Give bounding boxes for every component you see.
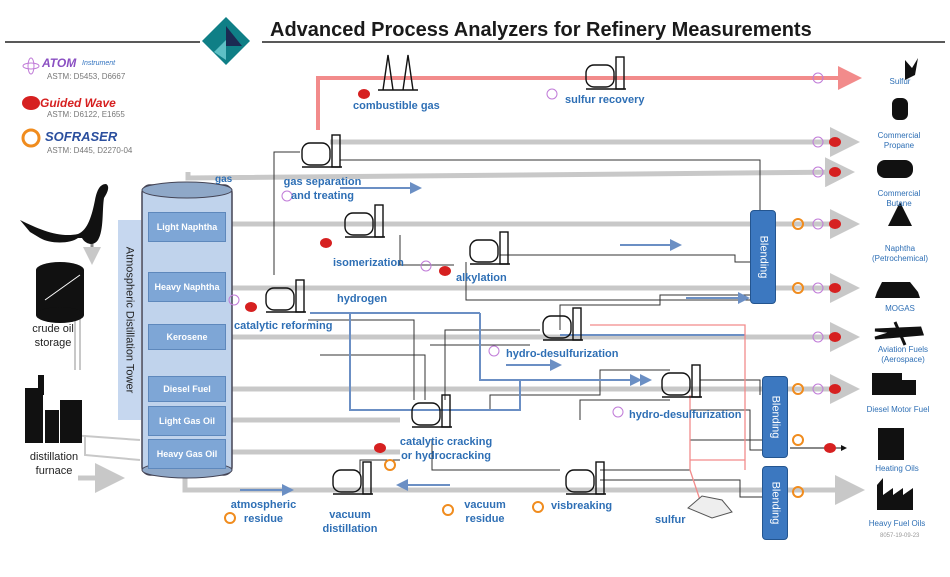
sulfur-fire-icon bbox=[905, 58, 918, 80]
hydro-desulfurization-2-label: hydro-desulfurization bbox=[629, 409, 742, 421]
catalytic-reforming-label: catalytic reforming bbox=[234, 320, 333, 332]
product-aviation-fuels: Aviation Fuels (Aerospace) bbox=[877, 345, 929, 365]
cut-kerosene: Kerosene bbox=[148, 324, 226, 350]
product-commercial-propane: Commercial Propane bbox=[877, 131, 921, 151]
product-heavy-fuel-oils: Heavy Fuel Oils bbox=[868, 519, 926, 528]
gas-separation-label: gas separation and treating bbox=[283, 176, 362, 203]
sulfur-label: sulfur bbox=[655, 514, 686, 526]
airplane-icon bbox=[874, 321, 925, 346]
catalytic-cracking-label: catalytic cracking or hydrocracking bbox=[399, 436, 493, 463]
legend-atom-brand: ATOM bbox=[42, 56, 77, 70]
cut-light-naphtha: Light Naphtha bbox=[148, 212, 226, 242]
gas-label: gas bbox=[215, 174, 233, 185]
blending-box-3: Blending bbox=[762, 466, 788, 540]
product-pipes bbox=[69, 127, 865, 505]
legend-atom-astm: ASTM: D5453, D6667 bbox=[47, 72, 126, 81]
legend-guidedwave-brand: Guided Wave bbox=[40, 96, 116, 110]
visbreaking-label: visbreaking bbox=[551, 500, 613, 512]
legend-atom-sub: Instrument bbox=[82, 60, 116, 67]
isomerization-label: isomerization bbox=[333, 257, 404, 269]
furnace-icon bbox=[25, 375, 82, 443]
footer-code: 8057-19-09-23 bbox=[880, 533, 920, 539]
product-diesel-motor-fuel: Diesel Motor Fuel bbox=[866, 405, 930, 414]
company-logo-icon bbox=[202, 17, 250, 65]
vacuum-distillation-label: vacuum distillation bbox=[322, 509, 378, 536]
combustible-gas-label: combustible gas bbox=[353, 100, 440, 112]
legend-sofraser-brand: SOFRASER bbox=[45, 129, 118, 144]
factory-icon bbox=[877, 478, 913, 510]
hydrogen-lines bbox=[240, 182, 750, 496]
atmospheric-residue-label: atmospheric residue bbox=[230, 499, 297, 526]
legend-sofraser-astm: ASTM: D445, D2270-04 bbox=[47, 146, 133, 155]
dinosaur-icon bbox=[20, 184, 109, 244]
sulfur-line bbox=[316, 66, 862, 130]
blending-box-1: Blending bbox=[750, 210, 776, 304]
tanker-icon bbox=[877, 160, 913, 178]
gas-bottle-icon bbox=[892, 98, 908, 120]
vacuum-residue-label: vacuum residue bbox=[464, 499, 506, 526]
analyzer-markers bbox=[224, 72, 841, 524]
sulfur-thin-lines bbox=[590, 324, 746, 501]
flame-icon bbox=[888, 202, 912, 226]
sulfur-recovery-label: sulfur recovery bbox=[565, 94, 645, 106]
stove-icon bbox=[878, 428, 904, 460]
cut-heavy-gas-oil: Heavy Gas Oil bbox=[148, 439, 226, 469]
hydro-desulfurization-1-label: hydro-desulfurization bbox=[506, 348, 619, 360]
legend-guidedwave-astm: ASTM: D6122, E1655 bbox=[47, 110, 125, 119]
distillation-furnace-label: distillation furnace bbox=[29, 451, 79, 478]
blending-box-2: Blending bbox=[762, 376, 788, 458]
cut-light-gas-oil: Light Gas Oil bbox=[148, 406, 226, 436]
cut-heavy-naphtha: Heavy Naphtha bbox=[148, 272, 226, 302]
product-heating-oils: Heating Oils bbox=[875, 464, 919, 473]
sulfur-pile-icon bbox=[687, 495, 733, 519]
process-unit-icons bbox=[265, 54, 702, 495]
page-title: Advanced Process Analyzers for Refinery … bbox=[270, 19, 812, 41]
truck-icon bbox=[872, 373, 902, 395]
crude-oil-storage-label: crude oil storage bbox=[32, 323, 74, 350]
crude-storage-icon bbox=[36, 262, 84, 323]
hydrogen-label: hydrogen bbox=[337, 293, 388, 305]
cut-diesel-fuel: Diesel Fuel bbox=[148, 376, 226, 402]
product-sulfur: Sulfur bbox=[889, 77, 911, 86]
product-mogas: MOGAS bbox=[885, 304, 915, 313]
product-commercial-butane: Commercial Butane bbox=[877, 189, 921, 209]
tower-label: Atmospheric Distillation Tower bbox=[118, 220, 141, 420]
product-icons bbox=[872, 58, 925, 510]
car-icon bbox=[875, 282, 920, 298]
product-naphtha: Naphtha (Petrochemical) bbox=[871, 244, 928, 264]
alkylation-label: alkylation bbox=[456, 272, 507, 284]
process-lines bbox=[273, 151, 762, 498]
